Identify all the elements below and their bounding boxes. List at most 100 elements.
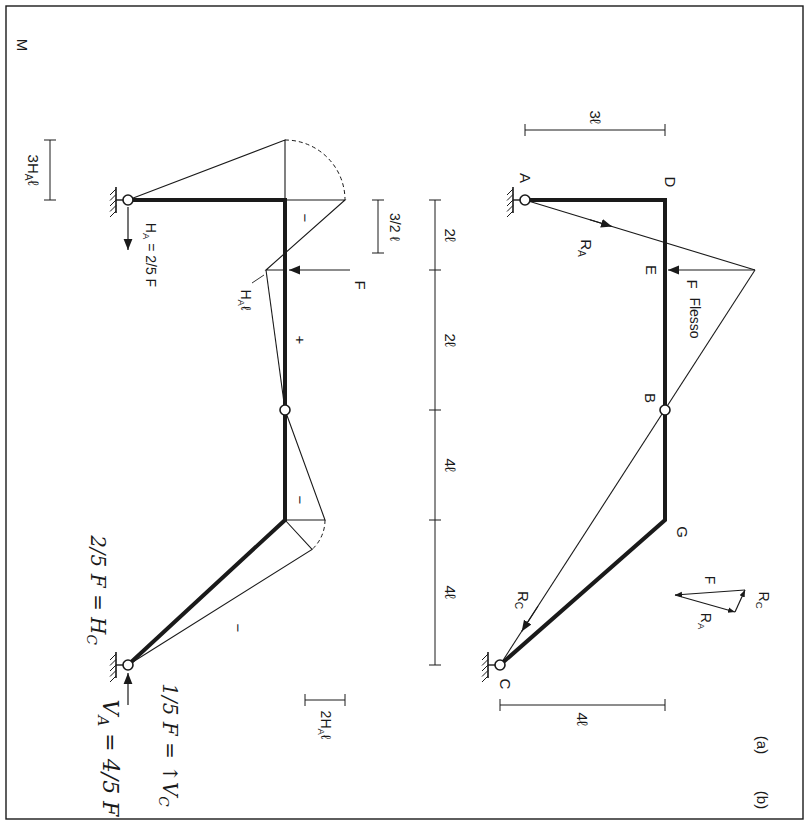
figure-label: RA: [697, 613, 713, 629]
label-text: 3HAℓ: [23, 155, 41, 186]
support-hatch: [507, 195, 513, 201]
support-hatch: [507, 200, 513, 206]
text-run: E: [643, 265, 660, 275]
dimension-tick: [665, 124, 666, 136]
dimension-tick: [44, 200, 56, 201]
label-text: VA = 4/5 F: [95, 700, 120, 817]
text-run: −: [292, 496, 309, 505]
hinge: [123, 195, 133, 205]
text-run: F: [702, 576, 718, 585]
dimension-line: [50, 140, 51, 200]
force-polygon-arrow: [675, 595, 735, 612]
figure-label: +: [293, 336, 308, 345]
figure-label: 3HAℓ: [23, 155, 41, 186]
text-run: M: [14, 39, 31, 52]
dimension-line: [525, 130, 665, 131]
label-text: A: [518, 173, 533, 183]
dimension-tick: [525, 124, 526, 136]
support-hatch: [110, 671, 116, 677]
load-arrow: [668, 269, 755, 270]
figure-label: F: [703, 576, 717, 585]
figure-label: E: [644, 265, 659, 275]
figure-label: (a): [755, 736, 770, 754]
dimension-tick: [429, 270, 441, 271]
text-run: ℓ: [238, 306, 254, 311]
label-text: 2ℓ: [443, 333, 458, 346]
text-run: −: [230, 624, 247, 633]
support-hatch: [507, 189, 513, 195]
hinge: [495, 660, 505, 670]
moment-diagram: [285, 410, 325, 520]
figure-label: D: [663, 177, 678, 188]
hinge: [660, 405, 670, 415]
support-hatch: [507, 211, 513, 217]
frame-member: [128, 200, 285, 665]
text-run: R: [578, 239, 595, 250]
label-text: RC: [513, 591, 531, 609]
dimension-tick: [372, 200, 384, 201]
label-text: 1/5 F = ↑VC: [156, 683, 180, 807]
support-link: [513, 199, 520, 200]
handwritten-note: VA = 4/5 F: [95, 700, 120, 817]
reaction-arrow: [127, 673, 128, 705]
support-hatch: [110, 654, 116, 660]
reaction-line: [500, 270, 755, 665]
text-run: (a): [754, 736, 771, 754]
text-run: 3ℓ: [587, 110, 604, 123]
figure-label: 4ℓ: [443, 458, 458, 471]
label-text: 4ℓ: [443, 458, 458, 471]
text-run: ℓ: [318, 735, 334, 740]
figure-label: −: [231, 624, 246, 633]
text-run: 4ℓ: [442, 585, 459, 598]
text-run: 2/5 F = H: [86, 535, 110, 634]
subscript: A: [696, 623, 707, 629]
dimension-tick: [44, 140, 56, 141]
figure-label: A: [518, 173, 533, 183]
dimension-tick: [305, 694, 306, 706]
label-text: 2/5 F = HC: [84, 535, 108, 645]
label-text: 2ℓ: [443, 228, 458, 241]
figure-label: G: [675, 526, 690, 538]
figure-label: RC: [755, 592, 771, 609]
label-text: 3/2 ℓ: [388, 213, 402, 241]
text-run: G: [674, 526, 691, 538]
dimension-tick: [372, 253, 384, 254]
support-hatch: [110, 665, 116, 671]
text-run: (b): [754, 791, 771, 809]
label-text: RC: [755, 592, 771, 609]
dimension-line: [500, 705, 665, 706]
page-frame: [6, 6, 803, 819]
text-run: = 4/5 F: [98, 726, 123, 816]
moment-diagram: [128, 140, 285, 200]
text-run: 2H: [318, 711, 334, 729]
support-hatch: [110, 200, 116, 206]
text-run: R: [756, 592, 772, 602]
reaction-arrow: [522, 606, 538, 631]
text-run: C: [497, 679, 514, 690]
support-hatch: [110, 206, 116, 212]
figure-label: Flesso: [688, 297, 702, 338]
subscript: C: [156, 796, 172, 806]
moment-diagram: [266, 200, 345, 270]
reaction-arrow: [127, 207, 128, 250]
figure-label: HA = 2/5 F: [142, 223, 158, 287]
force-polygon-arrow: [735, 590, 745, 612]
hinge: [520, 195, 530, 205]
force-polygon-arrow: [675, 590, 745, 595]
hinge: [123, 660, 133, 670]
support-link: [488, 664, 495, 665]
support-hatch: [110, 211, 116, 217]
label-text: G: [675, 526, 690, 538]
text-run: −: [297, 214, 314, 223]
support-hatch: [482, 676, 488, 682]
text-run: 4ℓ: [574, 712, 591, 725]
moment-dashed-arc: [312, 520, 325, 549]
label-text: 3ℓ: [588, 110, 603, 123]
support-hatch: [482, 671, 488, 677]
figure-label: 4ℓ: [575, 712, 590, 725]
text-run: 3H: [25, 155, 42, 174]
label-text: M: [15, 39, 30, 52]
label-text: F: [703, 576, 717, 585]
